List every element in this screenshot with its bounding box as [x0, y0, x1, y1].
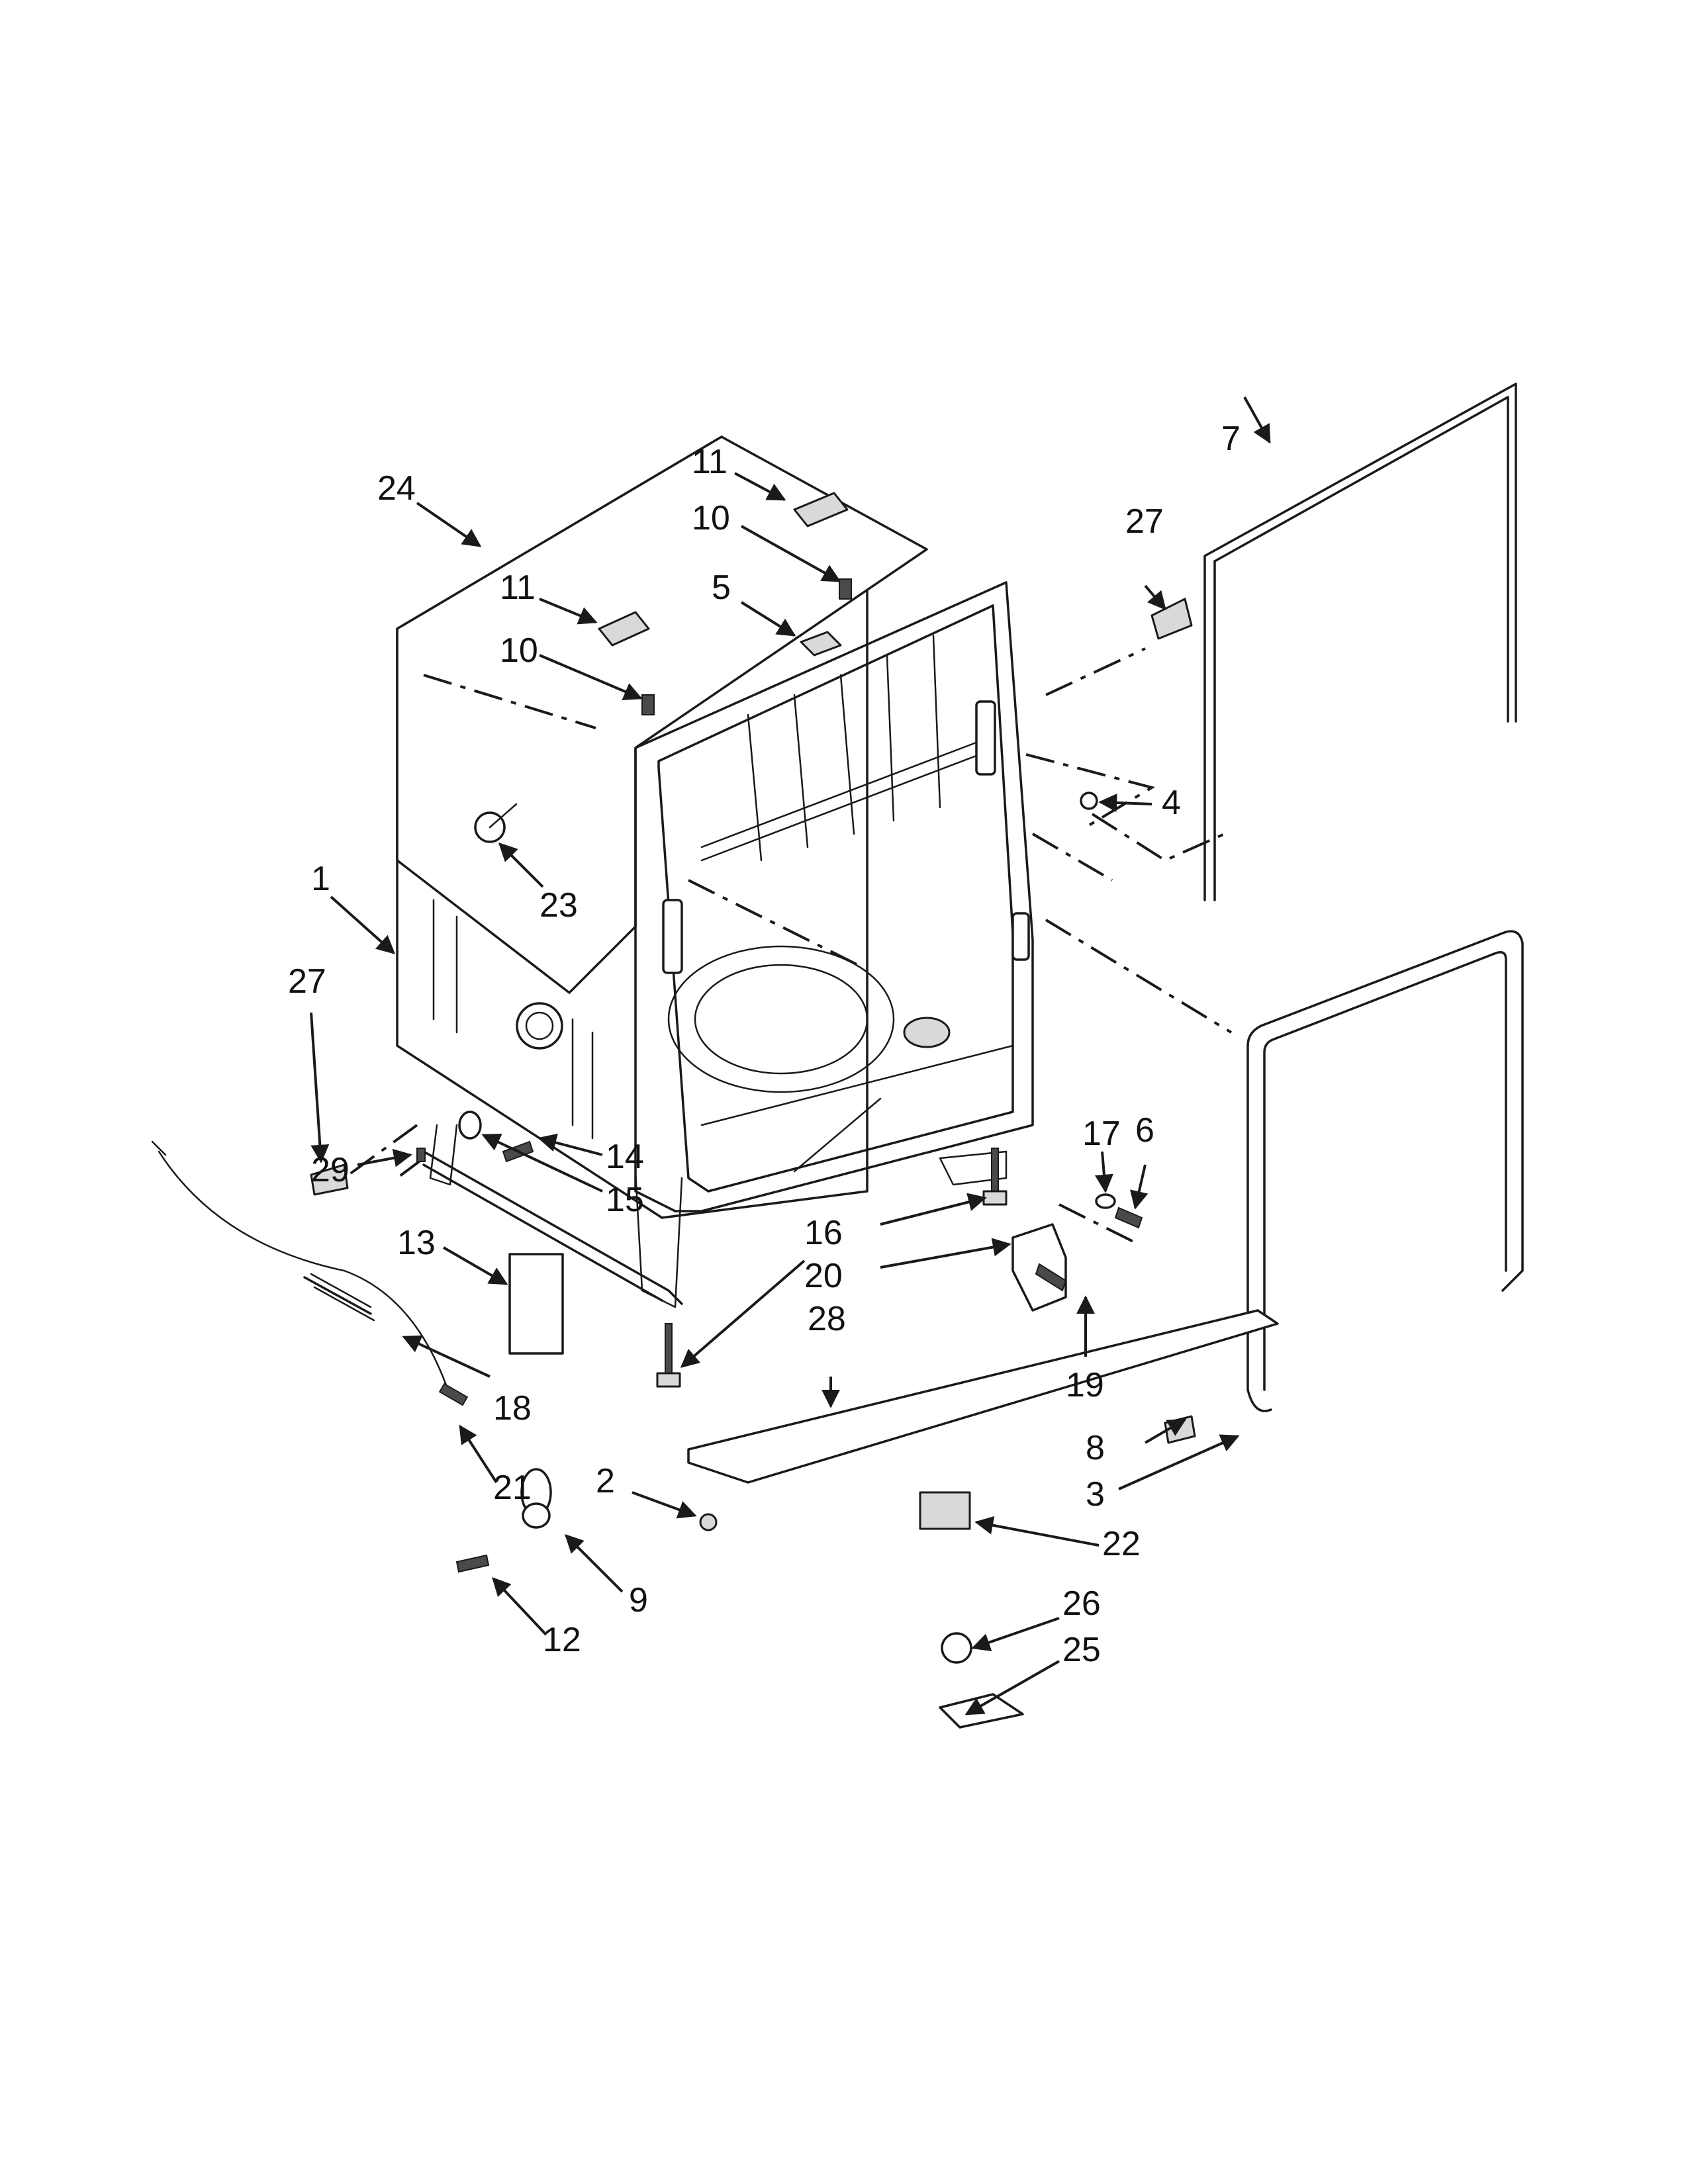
callout-20: 20: [804, 1257, 843, 1295]
tub-gasket: [1246, 930, 1524, 1412]
callout-2: 2: [596, 1462, 615, 1500]
callout-26: 26: [1062, 1584, 1101, 1623]
callout-12: 12: [543, 1621, 581, 1659]
callout-15: 15: [606, 1181, 644, 1219]
callout-19: 19: [1066, 1366, 1104, 1404]
callout-25: 25: [1062, 1631, 1101, 1669]
callout-9: 9: [629, 1581, 648, 1619]
callout-28: 28: [808, 1300, 846, 1338]
callout-18: 18: [493, 1389, 532, 1428]
dashed-guides: [343, 647, 1233, 1246]
small-parts: [151, 598, 1279, 1729]
callout-13: 13: [397, 1224, 436, 1262]
callout-21: 21: [493, 1469, 532, 1507]
callout-29: 29: [311, 1151, 350, 1189]
leader-arrows: [310, 396, 1271, 1715]
callout-24: 24: [377, 469, 416, 508]
callout-11a: 11: [692, 443, 727, 481]
callout-7: 7: [1221, 420, 1241, 458]
callout-4: 4: [1162, 784, 1181, 822]
callout-11b: 11: [500, 569, 536, 607]
callout-labels: 1 2 3 4 5 6 7 8 9 10 10 11 11 12 13 14 1…: [288, 420, 1241, 1669]
callout-3: 3: [1086, 1475, 1105, 1514]
callout-27b: 27: [288, 962, 326, 1001]
callout-27a: 27: [1125, 502, 1164, 541]
callout-10b: 10: [500, 631, 538, 670]
callout-17: 17: [1082, 1115, 1121, 1153]
callout-6: 6: [1135, 1111, 1154, 1150]
tub-assembly: [396, 435, 1034, 1308]
callout-1: 1: [311, 860, 330, 898]
callout-5: 5: [712, 569, 731, 607]
callout-8: 8: [1086, 1429, 1105, 1467]
callout-10a: 10: [692, 499, 730, 537]
door-gasket-top: [1203, 383, 1517, 901]
callout-14: 14: [606, 1138, 644, 1176]
callout-16: 16: [804, 1214, 843, 1252]
callout-23: 23: [539, 886, 578, 925]
callout-22: 22: [1102, 1525, 1141, 1563]
